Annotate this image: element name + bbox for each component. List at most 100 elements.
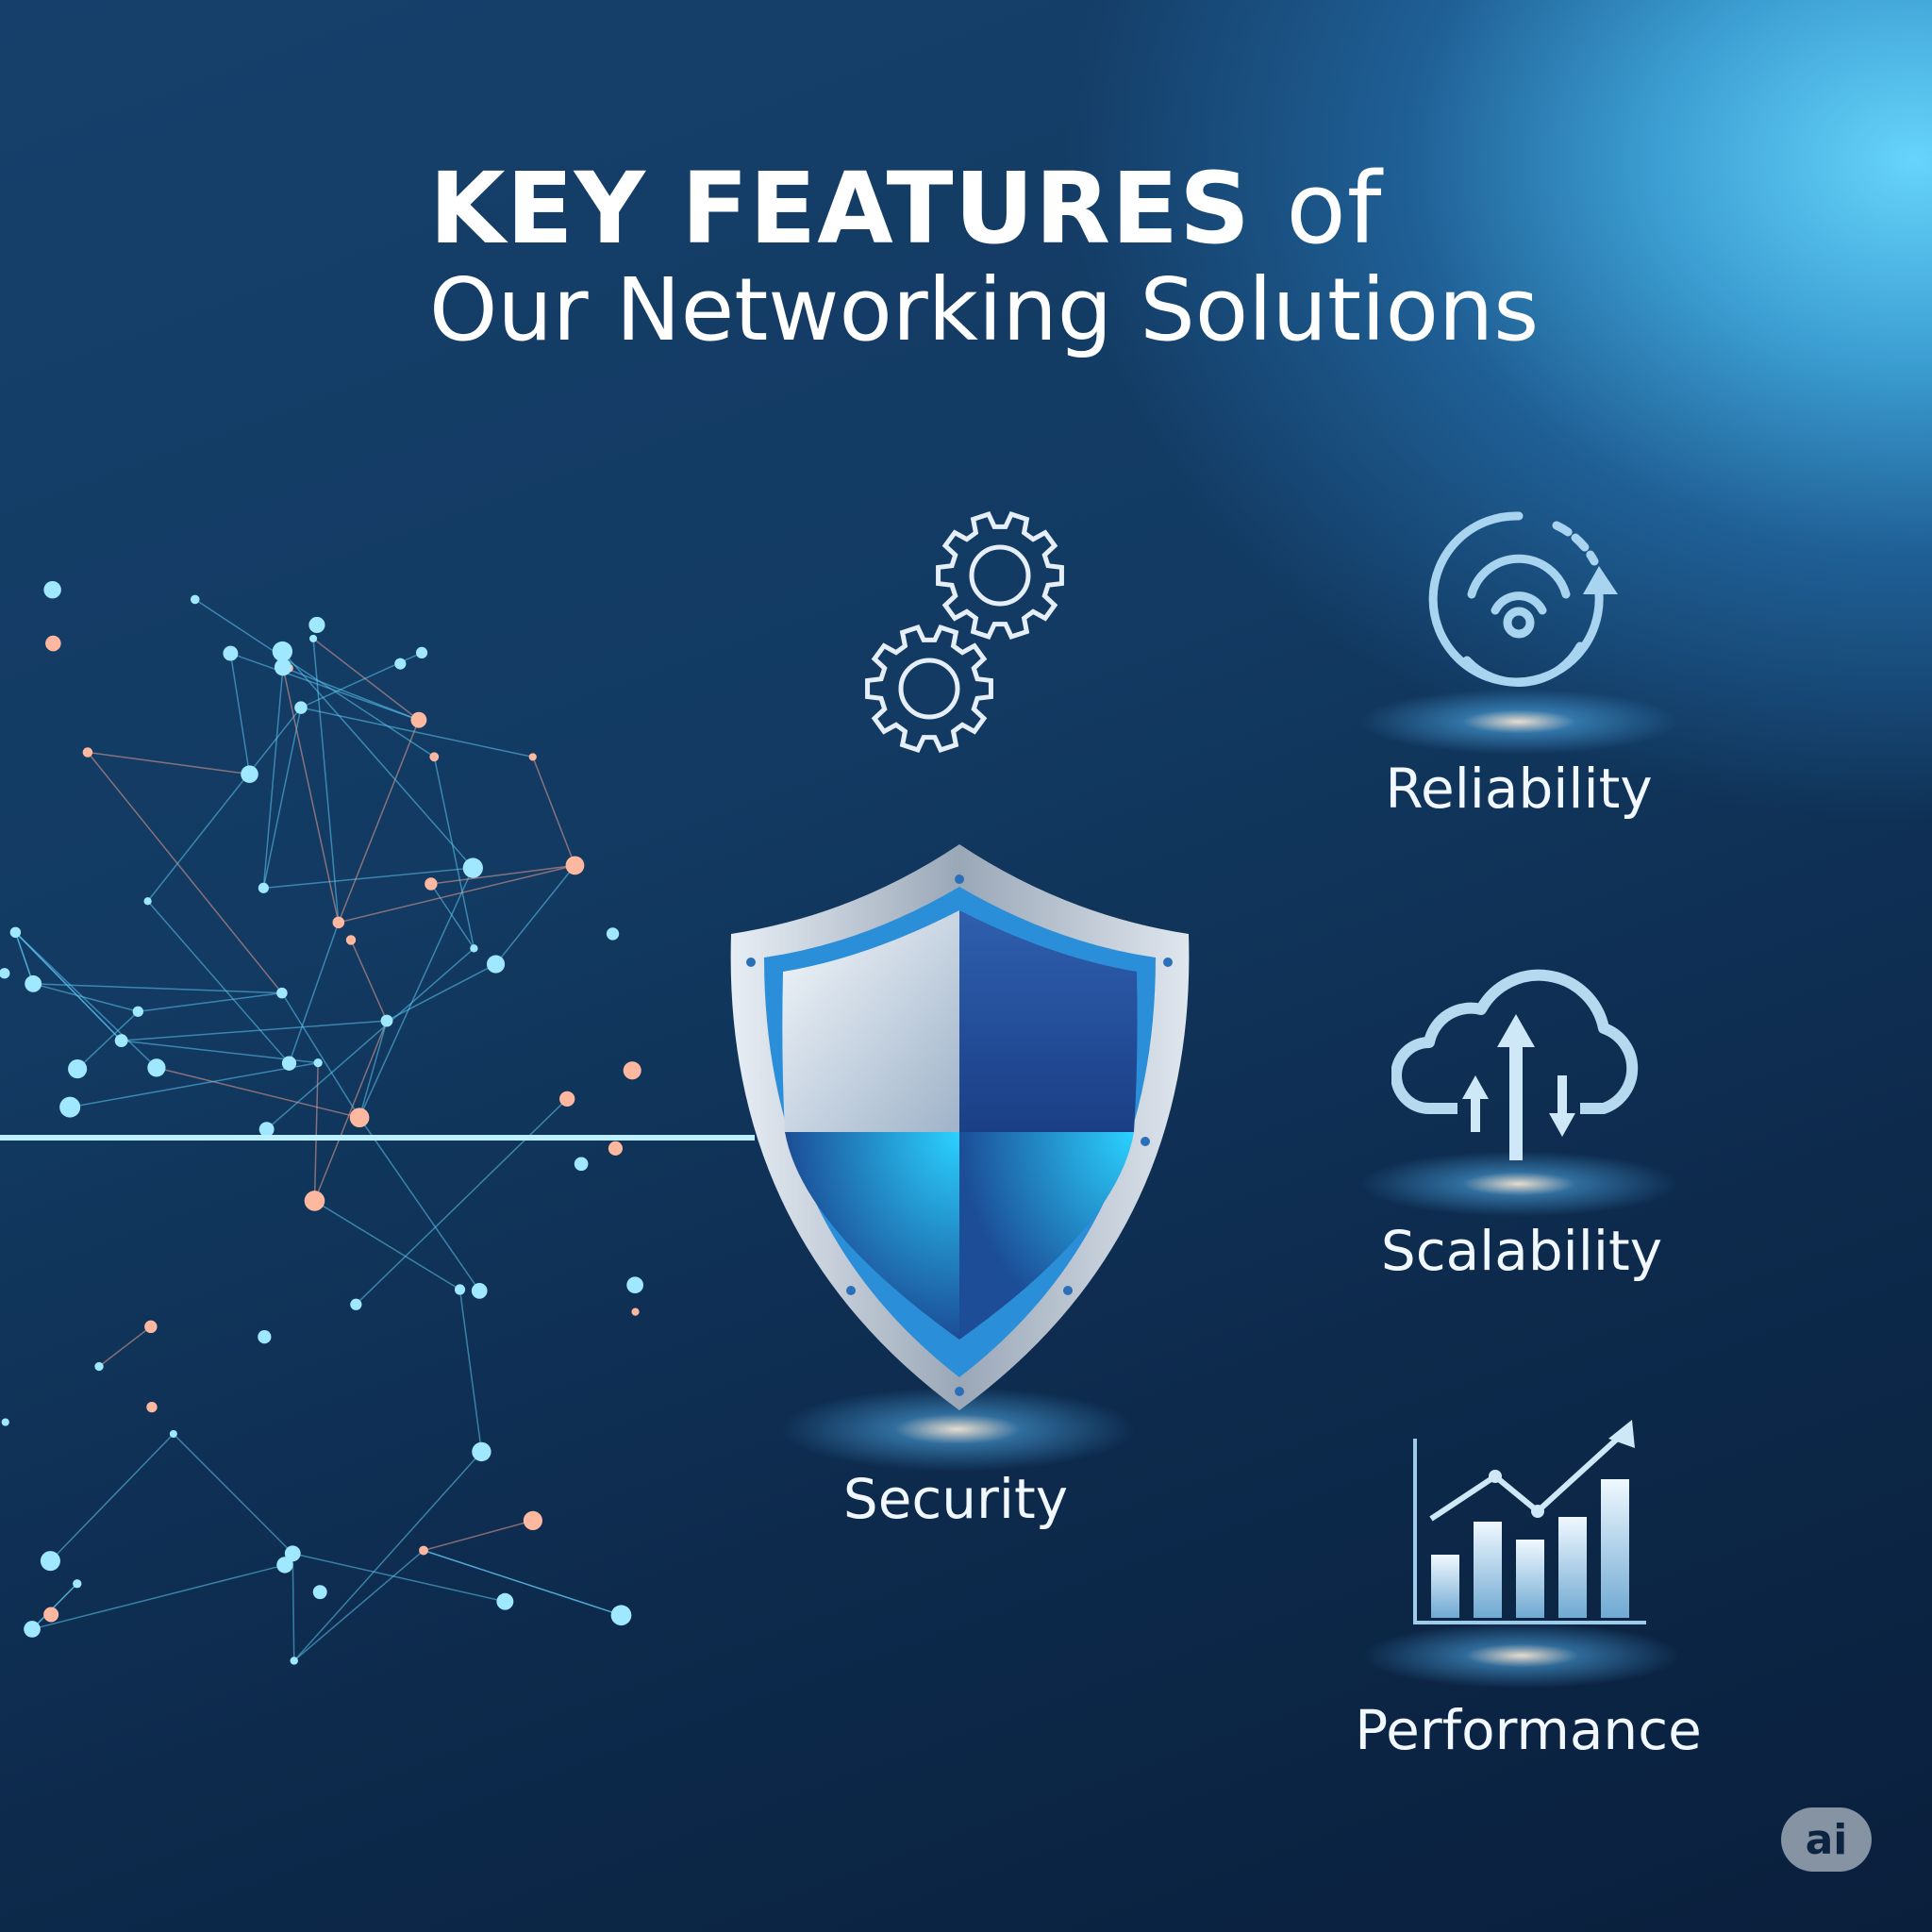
network-node bbox=[276, 987, 288, 999]
network-node bbox=[223, 645, 239, 661]
title-of: of bbox=[1286, 151, 1383, 266]
network-link bbox=[32, 983, 139, 1012]
network-link bbox=[430, 883, 475, 949]
network-link bbox=[31, 1564, 286, 1630]
network-node bbox=[258, 882, 269, 893]
network-node bbox=[559, 1091, 575, 1107]
network-node bbox=[276, 1557, 293, 1574]
network-link bbox=[288, 922, 340, 1064]
wifi-refresh-icon bbox=[1428, 511, 1618, 687]
network-link bbox=[33, 983, 282, 994]
network-link bbox=[281, 992, 360, 1119]
network-link bbox=[293, 1451, 482, 1661]
network-node bbox=[43, 1607, 59, 1623]
network-link bbox=[313, 1020, 388, 1202]
network-link bbox=[229, 653, 251, 774]
network-node bbox=[486, 955, 506, 974]
network-node bbox=[496, 1592, 514, 1610]
network-node bbox=[0, 968, 10, 979]
network-node bbox=[59, 1096, 81, 1118]
network-link bbox=[358, 1117, 480, 1291]
network-link bbox=[312, 638, 420, 721]
network-link bbox=[262, 707, 302, 889]
page-title: KEY FEATURES of bbox=[429, 151, 1383, 266]
network-node bbox=[43, 580, 61, 599]
network-node bbox=[626, 1276, 644, 1294]
network-link bbox=[423, 1520, 534, 1552]
network-node bbox=[144, 1320, 158, 1334]
network-link bbox=[70, 1061, 319, 1108]
page-subtitle: Our Networking Solutions bbox=[429, 259, 1540, 360]
feature-label-security: Security bbox=[842, 1467, 1069, 1531]
network-link bbox=[358, 867, 475, 1119]
network-link bbox=[87, 752, 283, 994]
network-node bbox=[565, 856, 585, 875]
network-node bbox=[429, 752, 440, 762]
network-node bbox=[631, 1307, 640, 1316]
network-link bbox=[156, 1067, 360, 1119]
network-node bbox=[143, 897, 152, 906]
network-link bbox=[312, 638, 340, 923]
network-node bbox=[410, 711, 427, 728]
network-link bbox=[532, 757, 576, 866]
network-link bbox=[386, 963, 496, 1022]
network-link bbox=[266, 947, 475, 1130]
network-node bbox=[40, 1551, 60, 1572]
network-node bbox=[294, 701, 308, 714]
network-node bbox=[114, 1034, 128, 1047]
network-link bbox=[314, 1200, 460, 1291]
title-bold: KEY FEATURES bbox=[429, 151, 1252, 266]
network-node bbox=[274, 658, 292, 676]
shield-icon bbox=[730, 844, 1190, 1410]
network-link bbox=[338, 864, 575, 924]
network-node bbox=[345, 935, 357, 945]
network-link bbox=[430, 864, 575, 885]
network-link bbox=[262, 667, 284, 889]
network-link bbox=[282, 666, 420, 721]
network-link bbox=[14, 932, 34, 985]
network-node bbox=[284, 1545, 301, 1562]
feature-label-reliability: Reliability bbox=[1385, 757, 1653, 821]
network-node bbox=[146, 1401, 158, 1413]
network-link bbox=[263, 867, 474, 890]
ai-badge: ai bbox=[1781, 1807, 1872, 1872]
network-link bbox=[358, 1020, 388, 1118]
network-link bbox=[300, 707, 533, 758]
network-link bbox=[291, 1553, 295, 1661]
network-link bbox=[121, 1020, 388, 1041]
network-node bbox=[312, 1585, 327, 1600]
network-node bbox=[462, 858, 483, 878]
network-link bbox=[147, 707, 302, 902]
network-link bbox=[31, 1583, 78, 1630]
network-node bbox=[313, 1058, 323, 1068]
network-link bbox=[282, 667, 340, 924]
feature-label-performance: Performance bbox=[1355, 1698, 1702, 1762]
network-node bbox=[470, 944, 478, 953]
network-link bbox=[423, 1549, 622, 1616]
network-node bbox=[258, 1329, 272, 1344]
network-link bbox=[87, 751, 250, 775]
cloud-transfer-icon bbox=[1391, 969, 1639, 1160]
network-node bbox=[308, 616, 325, 634]
network-node bbox=[419, 1545, 428, 1556]
network-link bbox=[338, 719, 420, 924]
network-node bbox=[9, 926, 22, 939]
network-node bbox=[610, 1605, 632, 1626]
network-node bbox=[68, 1058, 88, 1079]
network-node bbox=[281, 1056, 297, 1071]
network-node bbox=[394, 658, 407, 670]
network-link bbox=[230, 652, 420, 721]
network-node bbox=[349, 1108, 370, 1128]
network-node bbox=[94, 1361, 104, 1372]
network-node bbox=[350, 1298, 362, 1310]
bar-chart-growth-icon bbox=[1413, 1420, 1646, 1624]
network-node bbox=[454, 1284, 466, 1295]
network-link bbox=[293, 1549, 425, 1662]
network-node bbox=[45, 635, 61, 652]
network-node bbox=[147, 1058, 166, 1077]
gear-outline bbox=[865, 625, 993, 753]
network-node bbox=[471, 1282, 488, 1299]
network-link bbox=[173, 1433, 293, 1555]
network-link bbox=[313, 1062, 319, 1201]
light-beam bbox=[0, 1135, 755, 1141]
